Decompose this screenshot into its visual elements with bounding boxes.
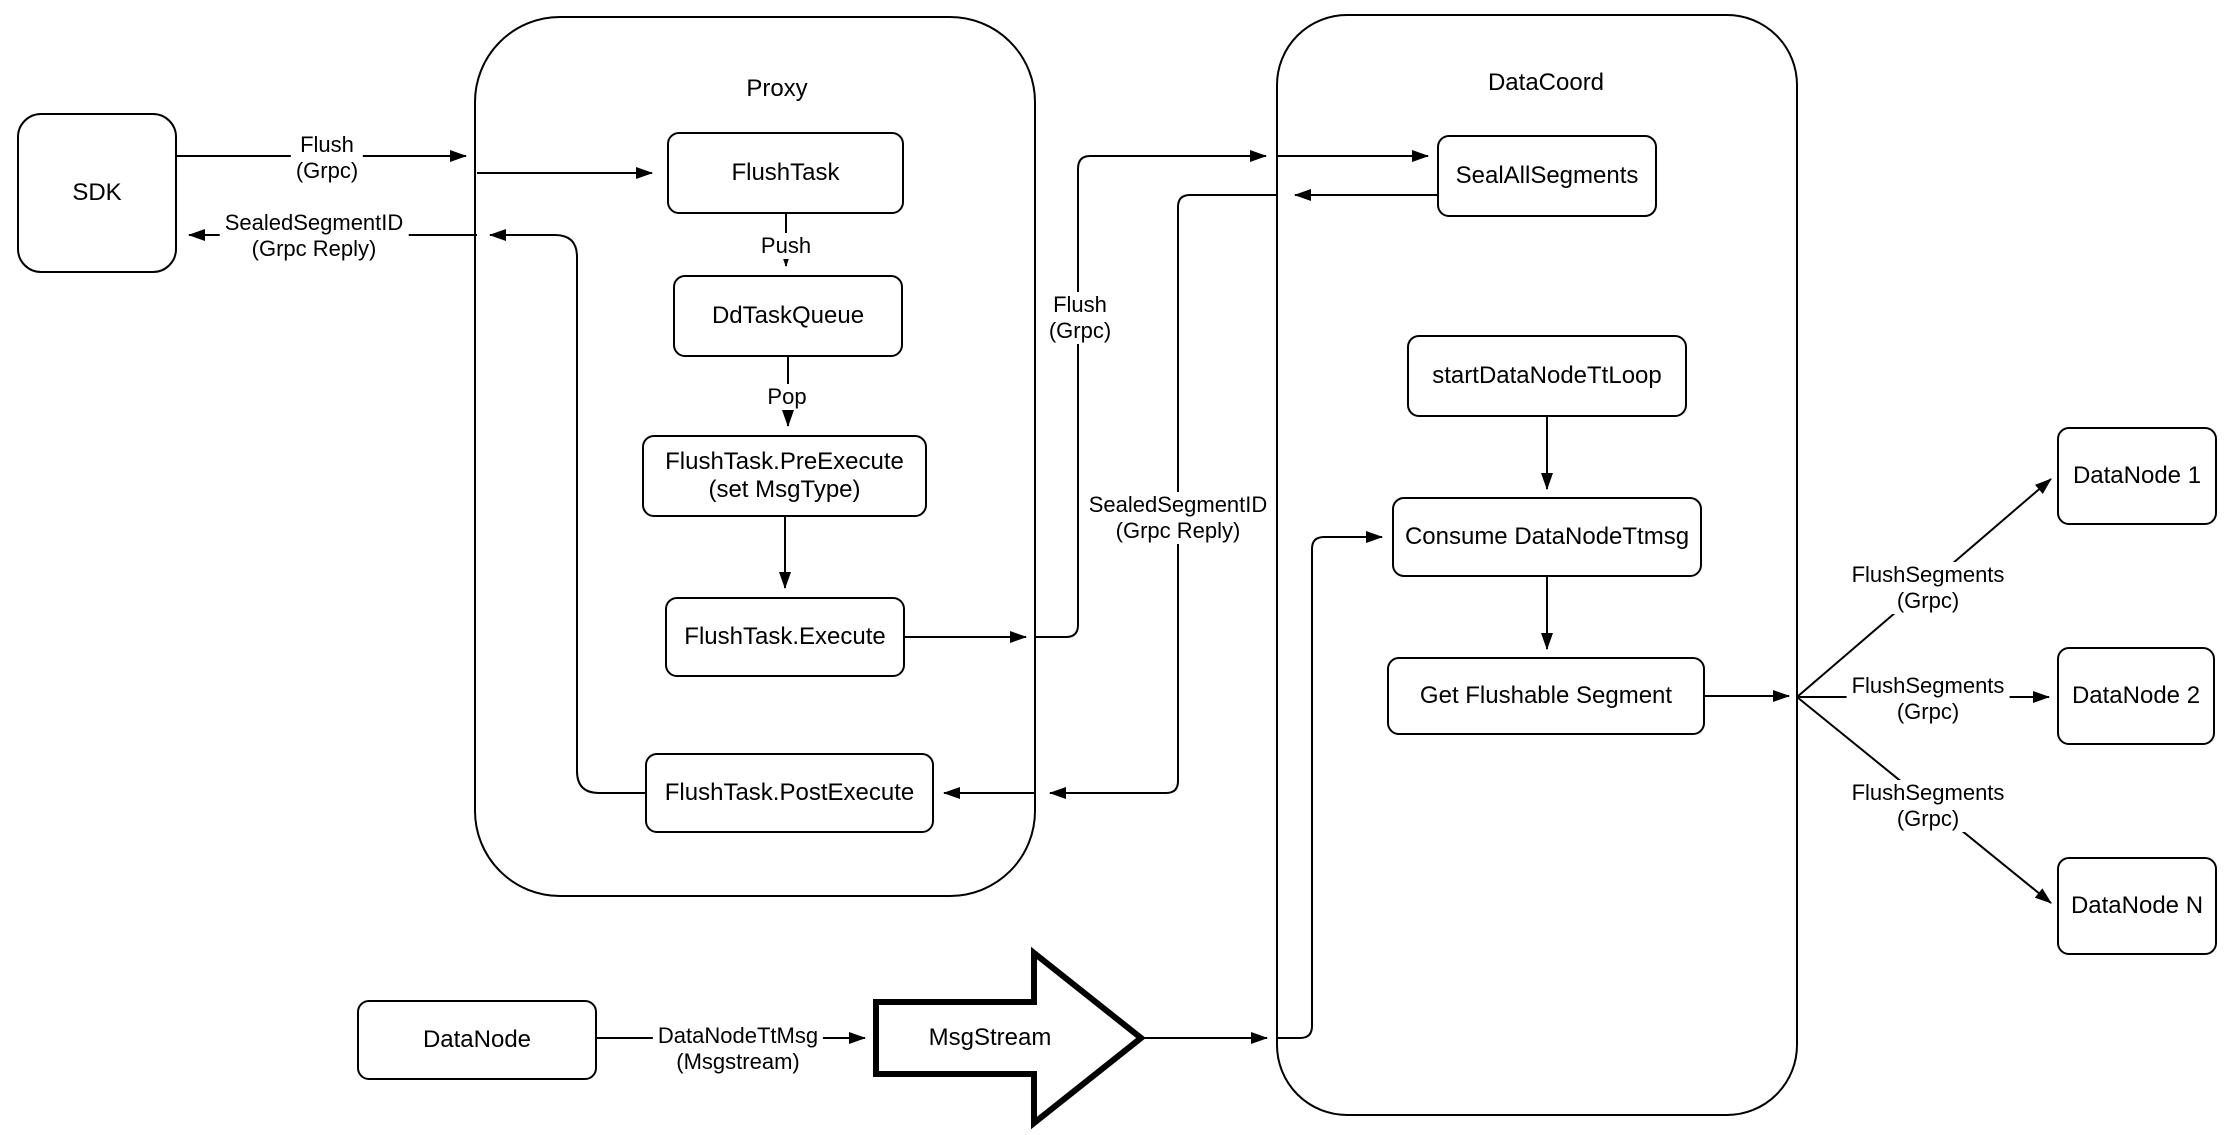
edge-label-flushsegments-1: FlushSegments (Grpc) — [1846, 562, 2010, 614]
node-get-flushable-segment: Get Flushable Segment — [1387, 657, 1705, 735]
edge-postexecute-to-proxy-edge — [489, 229, 645, 794]
node-sealallsegments: SealAllSegments — [1437, 135, 1657, 217]
edge-label-flush-grpc-sdk: Flush (Grpc) — [290, 132, 364, 184]
edge-label-sealedsegmentid-sdk: SealedSegmentID (Grpc Reply) — [219, 210, 409, 262]
node-datanode-n: DataNode N — [2057, 857, 2217, 955]
node-flushtask-preexecute: FlushTask.PreExecute (set MsgType) — [642, 435, 927, 517]
node-flushtask-execute: FlushTask.Execute — [665, 597, 905, 677]
node-flushtask: FlushTask — [667, 132, 904, 214]
msgstream-shape-label: MsgStream — [928, 1024, 1052, 1051]
node-sdk: SDK — [17, 113, 177, 273]
datacoord-container-label: DataCoord — [1487, 69, 1605, 96]
edge-label-push: Push — [755, 233, 817, 259]
node-datanode-2: DataNode 2 — [2057, 647, 2215, 745]
edge-label-datanodettmsg: DataNodeTtMsg (Msgstream) — [652, 1023, 824, 1075]
edge-label-pop: Pop — [762, 384, 812, 410]
edge-label-sealedsegmentid-mid: SealedSegmentID (Grpc Reply) — [1083, 492, 1273, 544]
node-datanode-1: DataNode 1 — [2057, 427, 2217, 525]
edge-label-flushsegments-n: FlushSegments (Grpc) — [1846, 780, 2010, 832]
proxy-container-label: Proxy — [746, 75, 808, 102]
node-ddtaskqueue: DdTaskQueue — [673, 275, 903, 357]
datacoord-container — [1276, 14, 1798, 1116]
edge-label-flushsegments-2: FlushSegments (Grpc) — [1846, 673, 2010, 725]
edge-proxy-edge-to-datacoord-edge-flush — [1035, 150, 1267, 638]
proxy-container — [474, 16, 1036, 897]
edge-datacoord-edge-to-consume — [1277, 531, 1383, 1039]
node-flushtask-postexecute: FlushTask.PostExecute — [645, 753, 934, 833]
node-datanode-source: DataNode — [357, 1000, 597, 1080]
edge-label-flush-grpc-mid: Flush (Grpc) — [1043, 292, 1117, 344]
node-consume-datanodettmsg: Consume DataNodeTtmsg — [1392, 497, 1702, 577]
msgstream-shape — [873, 946, 1146, 1130]
node-startdatanodettloop: startDataNodeTtLoop — [1407, 335, 1687, 417]
